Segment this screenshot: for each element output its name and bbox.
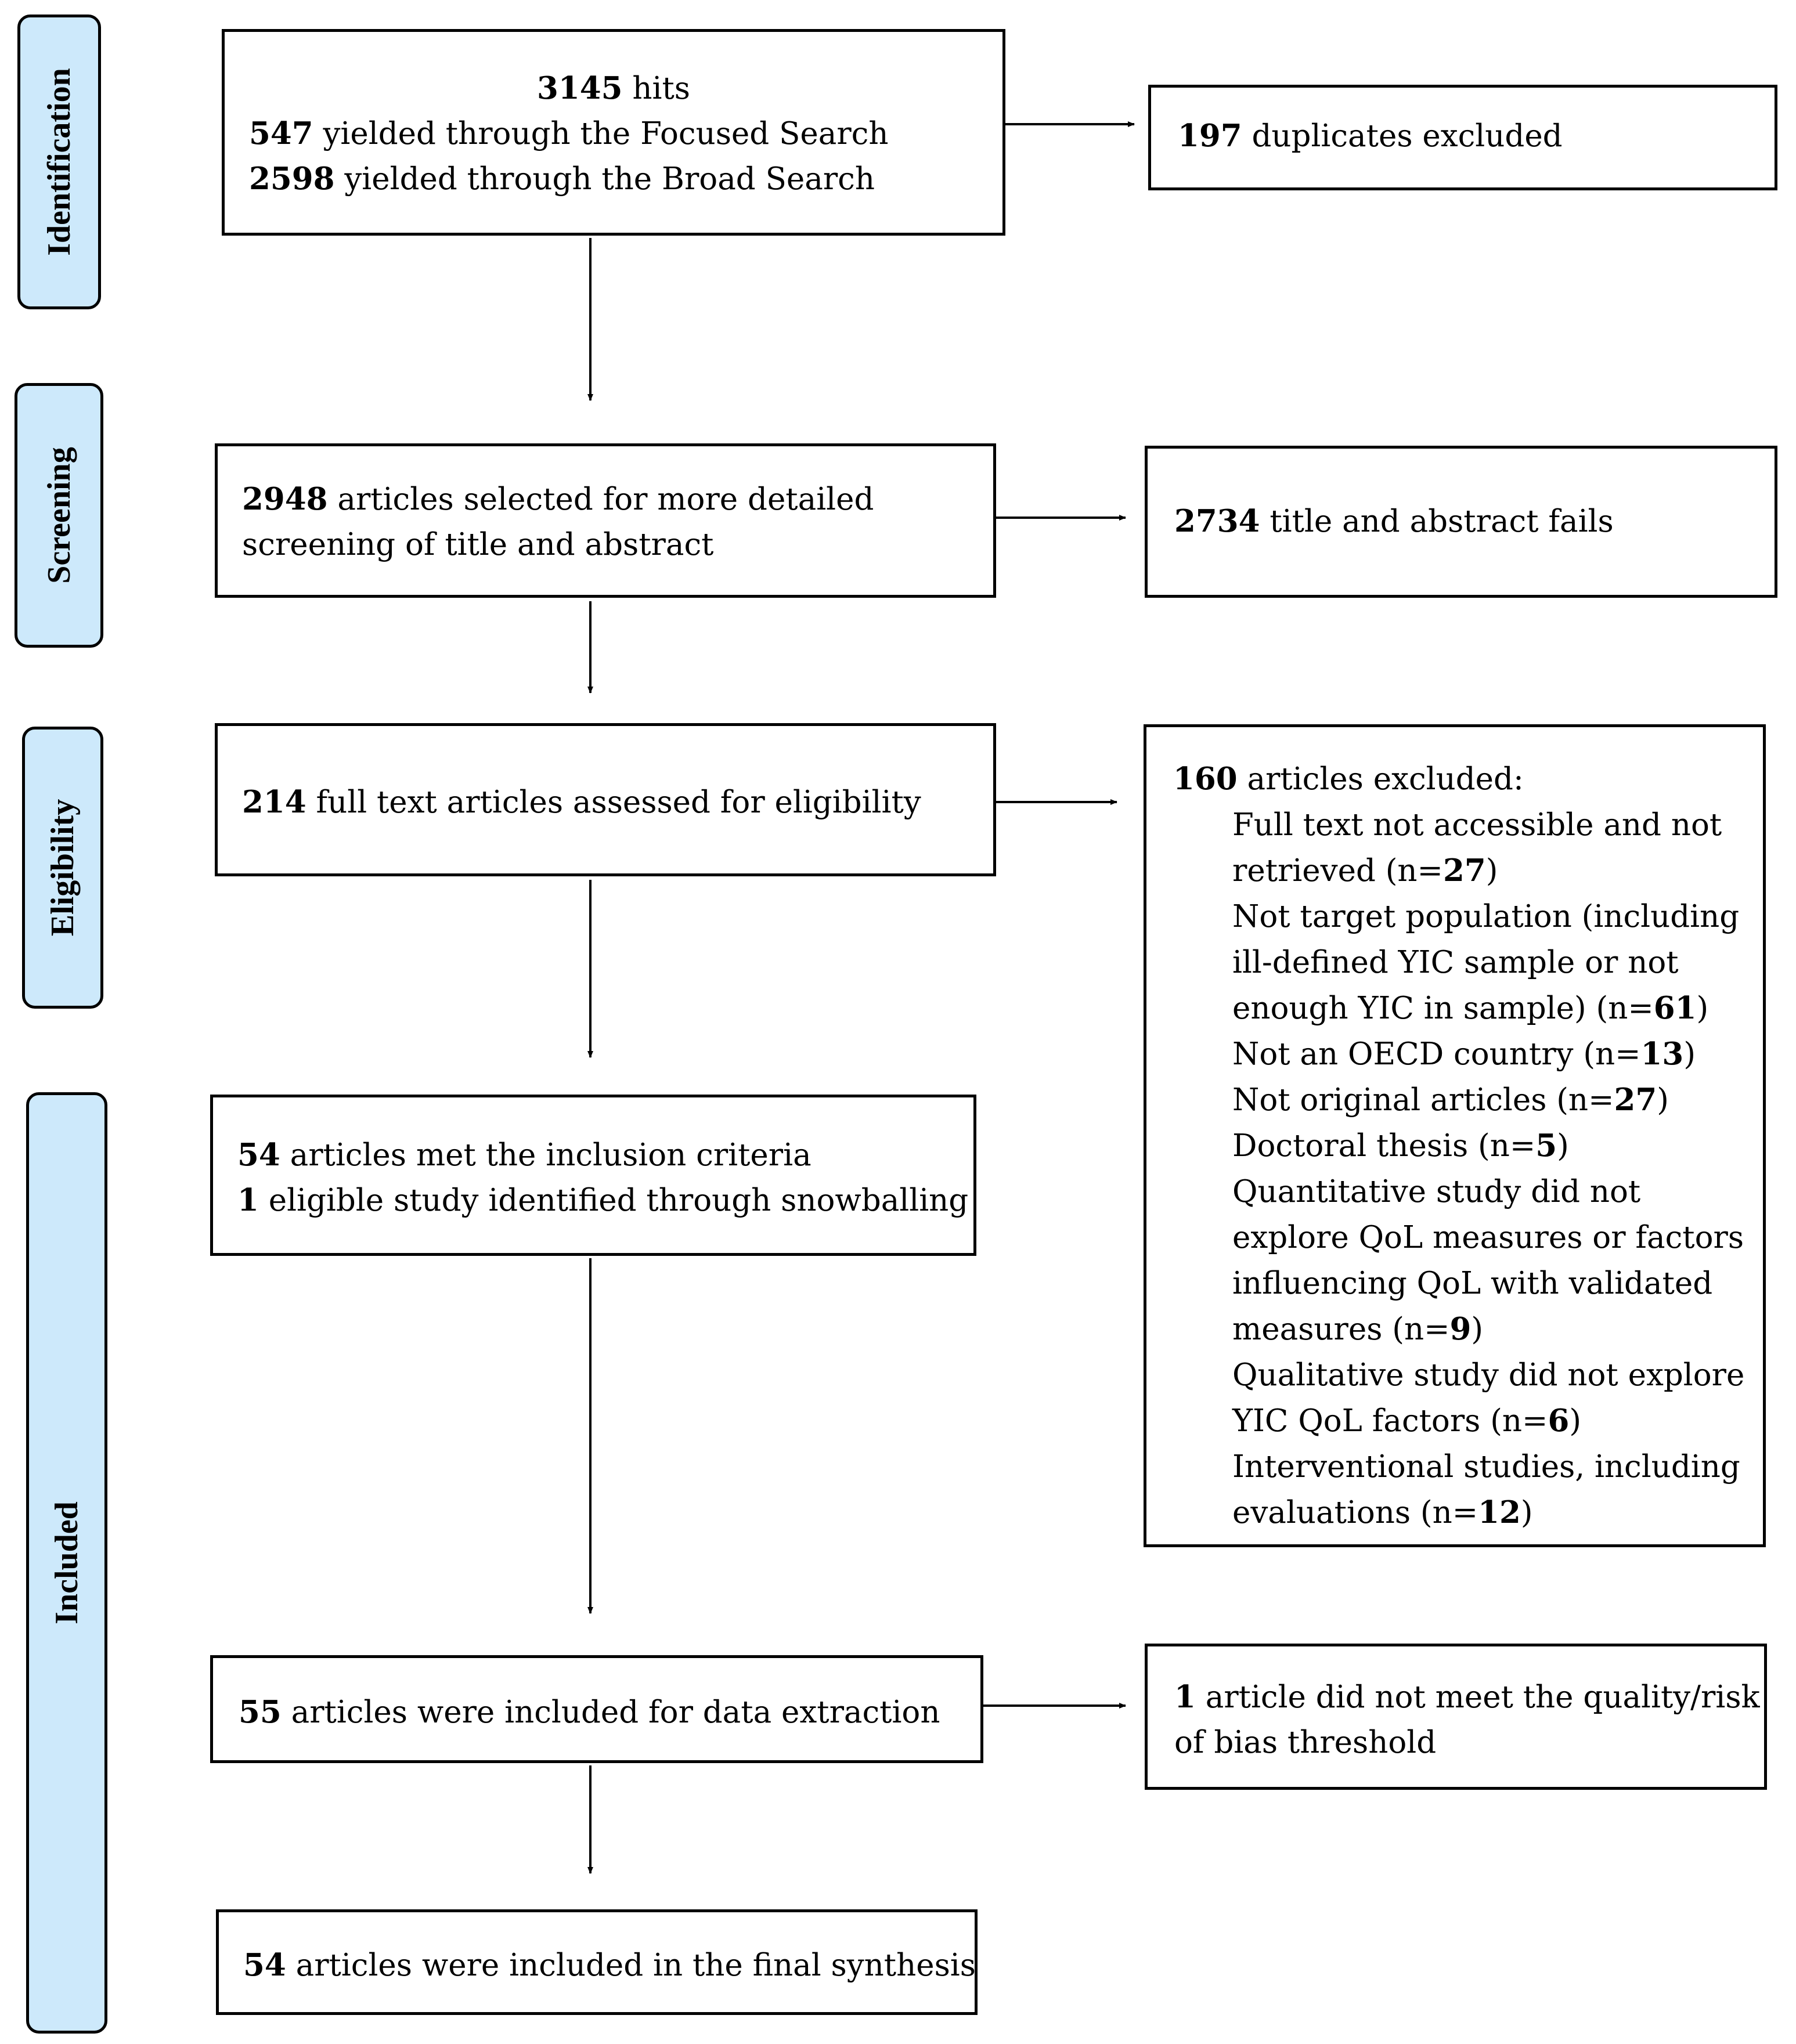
- extraction-text: articles were included for data extracti…: [281, 1695, 940, 1730]
- screening-count: 2948: [242, 481, 328, 517]
- focused-search-line: 547 yielded through the Focused Search: [249, 111, 889, 157]
- final-synthesis-count: 54: [243, 1947, 286, 1983]
- stage-label-eligibility: Eligibility: [45, 799, 81, 937]
- quality-fail-line-1: 1 article did not meet the quality/risk: [1174, 1674, 1760, 1720]
- stage-screening: Screening: [15, 383, 103, 648]
- focused-search-text: yielded through the Focused Search: [313, 116, 889, 151]
- screening-text-1: articles selected for more detailed: [327, 482, 874, 517]
- screen-fail-text: title and abstract fails: [1260, 504, 1614, 539]
- excluded-reason-line: Interventional studies, including: [1232, 1449, 1740, 1485]
- broad-search-line: 2598 yielded through the Broad Search: [249, 156, 875, 202]
- excluded-reason-line: Not an OECD country (n=13): [1232, 1036, 1696, 1072]
- excluded-header-line: 160 articles excluded:: [1173, 756, 1524, 802]
- identification-box: 3145 hits 547 yielded through the Focuse…: [222, 29, 1005, 236]
- hits-count: 3145: [537, 70, 623, 106]
- snowballing-line: 1 eligible study identified through snow…: [237, 1178, 968, 1223]
- excluded-reason-line: evaluations (n=12): [1232, 1494, 1533, 1530]
- extraction-count: 55: [239, 1694, 282, 1730]
- extraction-box: 55 articles were included for data extra…: [210, 1655, 983, 1763]
- screening-text-2: screening of title and abstract: [242, 527, 714, 562]
- stage-included: Included: [26, 1092, 107, 2034]
- excluded-reason-line: YIC QoL factors (n=6): [1232, 1403, 1582, 1439]
- duplicates-line: 197 duplicates excluded: [1178, 113, 1563, 159]
- quality-fail-text-2: of bias threshold: [1174, 1725, 1437, 1760]
- stage-eligibility: Eligibility: [22, 727, 103, 1009]
- excluded-reason-line: ill-defined YIC sample or not: [1232, 945, 1679, 980]
- excluded-reason-line: Quantitative study did not: [1232, 1174, 1641, 1209]
- inclusion-met-count: 54: [237, 1137, 280, 1173]
- hits-line: 3145 hits: [225, 66, 1002, 111]
- snowballing-text: eligible study identified through snowba…: [258, 1183, 969, 1218]
- excluded-box: 160 articles excluded: Full text not acc…: [1144, 724, 1766, 1547]
- screening-box: 2948 articles selected for more detailed…: [215, 443, 996, 598]
- quality-fail-text-1: article did not meet the quality/risk: [1195, 1680, 1760, 1715]
- stage-label-identification: Identification: [41, 68, 77, 256]
- inclusion-met-text: articles met the inclusion criteria: [280, 1137, 812, 1173]
- excluded-reason-line: measures (n=9): [1232, 1311, 1484, 1347]
- eligibility-box: 214 full text articles assessed for elig…: [215, 723, 996, 876]
- broad-search-text: yielded through the Broad Search: [334, 161, 875, 197]
- duplicates-text: duplicates excluded: [1242, 118, 1563, 154]
- screen-fail-line: 2734 title and abstract fails: [1174, 499, 1614, 544]
- stage-label-included: Included: [49, 1501, 85, 1624]
- excluded-count: 160: [1173, 761, 1238, 797]
- inclusion-met-line: 54 articles met the inclusion criteria: [237, 1132, 812, 1178]
- excluded-reason-line: Doctoral thesis (n=5): [1232, 1128, 1569, 1164]
- screening-line-2: screening of title and abstract: [242, 522, 713, 568]
- excluded-reason-line: Qualitative study did not explore: [1232, 1357, 1745, 1393]
- quality-fail-line-2: of bias threshold: [1174, 1720, 1436, 1765]
- final-synthesis-line: 54 articles were included in the final s…: [243, 1942, 976, 1988]
- excluded-reason-line: Full text not accessible and not: [1232, 807, 1722, 843]
- excluded-reason-line: Not target population (including: [1232, 899, 1740, 934]
- duplicates-box: 197 duplicates excluded: [1148, 85, 1777, 190]
- screen-fail-box: 2734 title and abstract fails: [1145, 446, 1777, 598]
- eligibility-text: full text articles assessed for eligibil…: [306, 785, 921, 820]
- excluded-reason-line: influencing QoL with validated: [1232, 1266, 1713, 1301]
- inclusion-box: 54 articles met the inclusion criteria 1…: [210, 1095, 976, 1256]
- quality-fail-count: 1: [1174, 1679, 1196, 1715]
- stage-label-screening: Screening: [41, 447, 77, 584]
- quality-fail-box: 1 article did not meet the quality/risk …: [1145, 1644, 1767, 1790]
- excluded-reason-line: enough YIC in sample) (n=61): [1232, 990, 1709, 1026]
- excluded-reason-line: retrieved (n=27): [1232, 853, 1498, 889]
- excluded-header-text: articles excluded:: [1237, 761, 1524, 797]
- screen-fail-count: 2734: [1174, 503, 1260, 539]
- excluded-reason-line: explore QoL measures or factors: [1232, 1220, 1744, 1255]
- extraction-line: 55 articles were included for data extra…: [239, 1689, 940, 1735]
- final-synthesis-box: 54 articles were included in the final s…: [216, 1909, 978, 2015]
- duplicates-count: 197: [1178, 118, 1242, 154]
- broad-search-count: 2598: [249, 161, 335, 197]
- excluded-reason-line: Not original articles (n=27): [1232, 1082, 1669, 1118]
- stage-identification: Identification: [17, 15, 101, 309]
- hits-text: hits: [622, 71, 690, 106]
- eligibility-line: 214 full text articles assessed for elig…: [242, 779, 921, 825]
- screening-line-1: 2948 articles selected for more detailed: [242, 476, 874, 522]
- eligibility-count: 214: [242, 784, 306, 820]
- focused-search-count: 547: [249, 115, 313, 151]
- snowballing-count: 1: [237, 1182, 259, 1218]
- final-synthesis-text: articles were included in the final synt…: [286, 1948, 976, 1983]
